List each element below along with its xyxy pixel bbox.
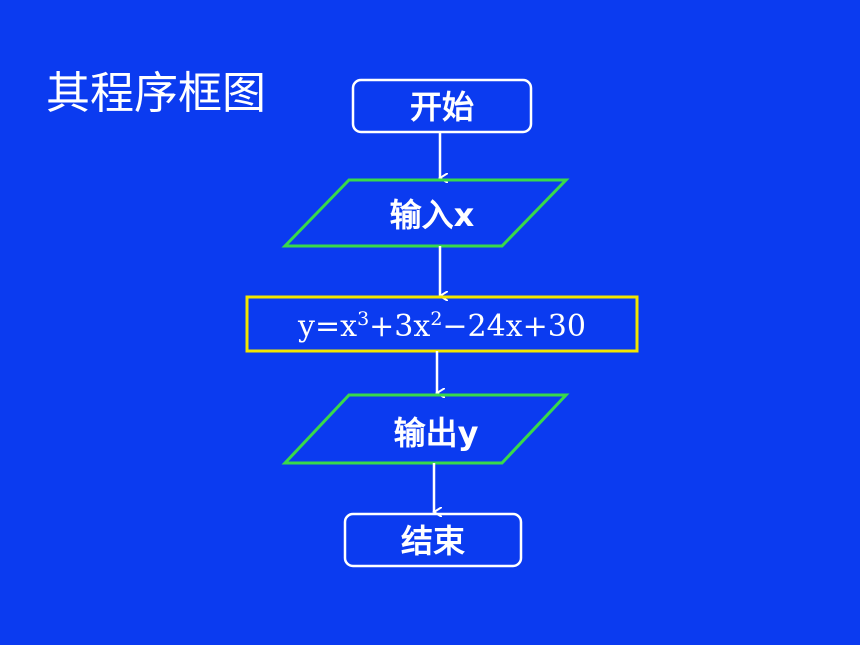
input-label: 输入x: [390, 196, 475, 234]
output-label: 输出y: [394, 414, 479, 452]
end-label: 结束: [401, 522, 465, 560]
start-terminal: [351, 78, 533, 134]
process-formula: y=x3+3x2−24x+30: [297, 308, 586, 344]
formula-prefix: y=x: [297, 309, 357, 344]
formula-exponent-2: 2: [430, 308, 442, 330]
output-parallelogram: [281, 393, 570, 465]
slide-title: 其程序框图: [46, 68, 266, 119]
input-parallelogram: [281, 178, 570, 248]
process-box: [245, 295, 639, 353]
end-terminal: [343, 512, 523, 568]
formula-middle: +3x: [369, 309, 430, 344]
formula-suffix: −24x+30: [442, 309, 586, 344]
formula-exponent-3: 3: [357, 308, 369, 330]
start-label: 开始: [410, 88, 474, 126]
